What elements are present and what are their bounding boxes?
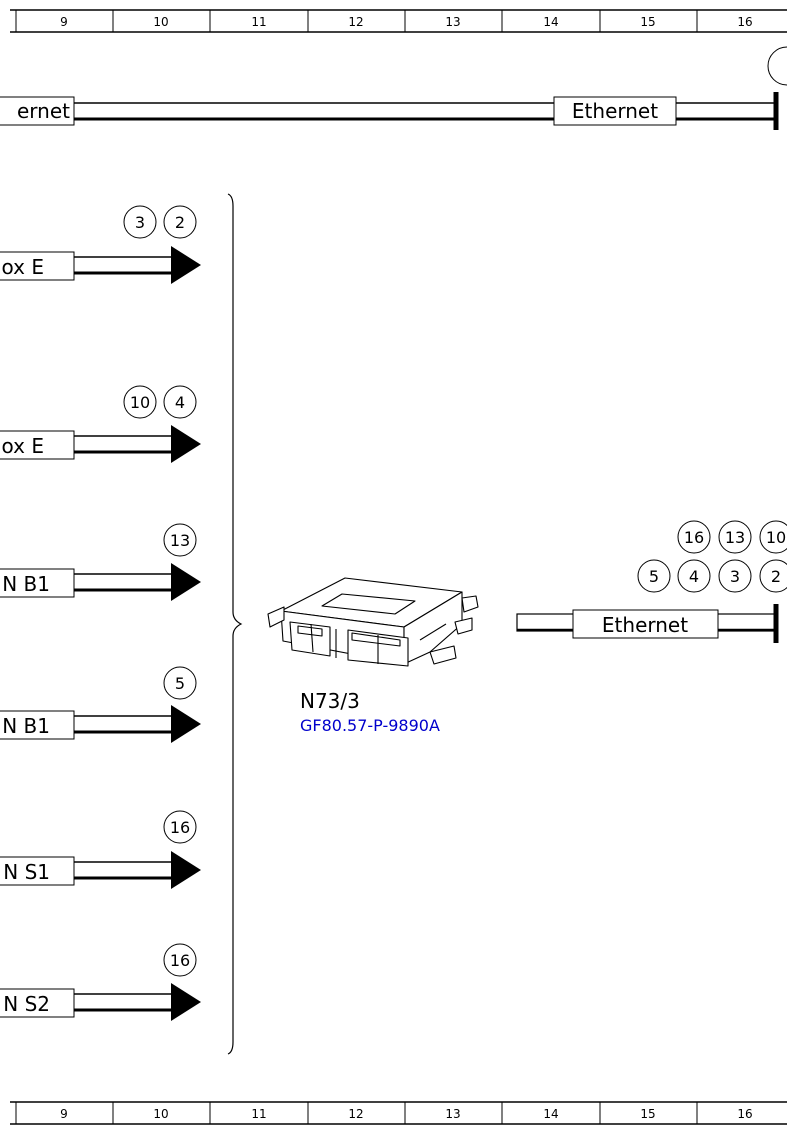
bottom-ruler: 9 10 11 12 13 14 15 16 — [10, 1101, 787, 1125]
pin-number: 2 — [175, 213, 185, 232]
connector-label-box — [0, 710, 75, 740]
pin-number: 10 — [130, 393, 150, 412]
pin-number: 13 — [725, 528, 745, 547]
pin-number: 4 — [175, 393, 185, 412]
arrow-right-icon — [171, 705, 201, 743]
connector-label-box — [0, 568, 75, 598]
pin-circle[interactable] — [163, 385, 197, 419]
pin-number: 13 — [170, 531, 190, 550]
pin-circle[interactable] — [677, 520, 711, 554]
connector-label: ox E — [2, 255, 44, 279]
bus-label-box — [0, 96, 75, 126]
pin-circle[interactable] — [163, 810, 197, 844]
top-bus-right-label: Ethernet — [572, 99, 658, 123]
ruler-number: 12 — [348, 15, 363, 29]
ruler-number: 10 — [153, 15, 168, 29]
pin-circle[interactable] — [759, 520, 787, 554]
pin-number: 2 — [771, 567, 781, 586]
pin-circle[interactable] — [163, 943, 197, 977]
connector-row: N S1 16 — [0, 810, 201, 889]
top-ethernet-bus: ernet Ethernet — [0, 46, 787, 130]
arrow-right-icon — [171, 851, 201, 889]
control-unit-icon — [267, 577, 479, 667]
ruler-number: 15 — [640, 1107, 655, 1121]
pin-circle[interactable] — [637, 559, 671, 593]
arrow-right-icon — [171, 983, 201, 1021]
connector-label-box — [0, 988, 75, 1018]
pin-number: 16 — [684, 528, 704, 547]
pin-circle[interactable] — [677, 559, 711, 593]
pin-circle[interactable] — [718, 559, 752, 593]
connector-row: N B1 5 — [0, 666, 201, 743]
connector-row: ox E 10 4 — [0, 385, 201, 463]
pin-number: 5 — [175, 674, 185, 693]
pin-number: 3 — [730, 567, 740, 586]
ruler-number: 16 — [737, 1107, 752, 1121]
connector-label-box — [0, 430, 75, 460]
pin-circle[interactable] — [123, 205, 157, 239]
ruler-number: 14 — [543, 15, 558, 29]
arrow-right-icon — [171, 563, 201, 601]
connector-row: N S2 16 — [0, 943, 201, 1021]
pin-circle[interactable] — [123, 385, 157, 419]
pin-number: 5 — [649, 567, 659, 586]
top-bus-left-label: ernet — [17, 99, 70, 123]
ruler-number: 16 — [737, 15, 752, 29]
connector-row: ox E 3 2 — [0, 205, 201, 284]
pin-circle[interactable] — [163, 666, 197, 700]
arrow-right-icon — [171, 246, 201, 284]
connector-label: N B1 — [2, 714, 50, 738]
connector-row: N B1 13 — [0, 523, 201, 601]
ruler-number: 13 — [445, 15, 460, 29]
arrow-right-icon — [171, 425, 201, 463]
connector-label: N S1 — [3, 860, 50, 884]
bus-label-box — [553, 96, 677, 126]
connector-label-box — [0, 251, 75, 281]
ruler-number: 10 — [153, 1107, 168, 1121]
bus-label-box — [572, 609, 719, 639]
ruler-number: 9 — [60, 15, 68, 29]
ruler-number: 15 — [640, 15, 655, 29]
top-ruler: 9 10 11 12 13 14 15 16 — [10, 9, 787, 33]
connector-label: N B1 — [2, 572, 50, 596]
right-bus-label: Ethernet — [602, 613, 688, 637]
pin-number: 3 — [135, 213, 145, 232]
pin-circle[interactable] — [163, 205, 197, 239]
ruler-number: 12 — [348, 1107, 363, 1121]
page-ref-circle[interactable] — [767, 46, 787, 86]
connector-label-box — [0, 856, 75, 886]
pin-circle[interactable] — [163, 523, 197, 557]
pin-circle[interactable] — [759, 559, 787, 593]
pin-number: 16 — [170, 818, 190, 837]
connector-label: ox E — [2, 434, 44, 458]
connector-label: N S2 — [3, 992, 50, 1016]
pin-number: 16 — [170, 951, 190, 970]
ruler-number: 9 — [60, 1107, 68, 1121]
component-ref-text[interactable]: GF80.57-P-9890A — [300, 716, 440, 735]
pin-circle[interactable] — [718, 520, 752, 554]
ruler-number: 11 — [251, 15, 266, 29]
component-id: N73/3 — [300, 689, 360, 713]
ruler-number: 13 — [445, 1107, 460, 1121]
right-ethernet-bus: Ethernet 16 13 10 5 4 3 2 — [516, 520, 787, 643]
pin-number: 4 — [689, 567, 699, 586]
ruler-number: 14 — [543, 1107, 558, 1121]
pin-number: 10 — [766, 528, 786, 547]
ruler-number: 11 — [251, 1107, 266, 1121]
component-ref-link[interactable]: GF80.57-P-9890A — [300, 716, 440, 735]
curly-brace — [227, 193, 243, 1055]
